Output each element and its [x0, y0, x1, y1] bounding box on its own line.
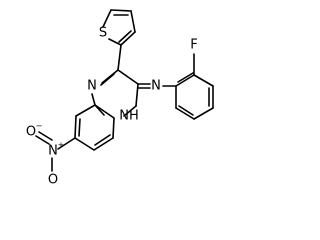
thiophene-sulfur-label: S [99, 26, 107, 41]
bond [118, 30, 132, 43]
benzo-ring [74, 104, 115, 151]
bond [75, 104, 96, 117]
bond [102, 9, 112, 28]
nitro-nitrogen-label: N [48, 144, 58, 159]
bond [120, 31, 136, 46]
nitro-oxygen-lower-label: O [48, 173, 58, 188]
amine-nitrogen-label: N [151, 79, 161, 94]
bond [78, 118, 81, 137]
nitro-minus-charge: − [36, 122, 43, 131]
bond [130, 10, 136, 33]
bond [193, 107, 214, 120]
bond [57, 137, 76, 150]
bond [38, 131, 53, 141]
nitro-plus-charge: + [58, 141, 65, 150]
bond [100, 73, 115, 86]
bond [175, 107, 195, 120]
quinoxaline-nh-label: NH [119, 109, 139, 124]
quinoxaline-n4-label: N [87, 79, 97, 94]
bond [175, 74, 195, 87]
bond [91, 93, 96, 106]
bond [117, 69, 139, 85]
thiophene-ring [102, 9, 136, 46]
bond [35, 135, 50, 145]
nitro-oxygen-upper-label: O [26, 125, 36, 140]
fluorine-label: F [190, 38, 197, 53]
nitro-group [35, 131, 76, 172]
bond [94, 104, 115, 119]
bond [110, 9, 132, 12]
atom-labels: S N NH N F N O O [26, 26, 198, 188]
bond [178, 105, 194, 116]
molecule-structure-diagram: S N NH N F N O O + − [26, 9, 214, 188]
bond [94, 134, 111, 146]
fluorophenyl-ring [175, 53, 214, 120]
bond [123, 105, 137, 117]
bond [117, 44, 122, 71]
bond [93, 137, 114, 151]
bond [74, 137, 95, 151]
bond [74, 115, 77, 139]
bond [108, 38, 122, 46]
bond [112, 117, 115, 139]
bond [193, 74, 214, 87]
bond [177, 72, 194, 83]
